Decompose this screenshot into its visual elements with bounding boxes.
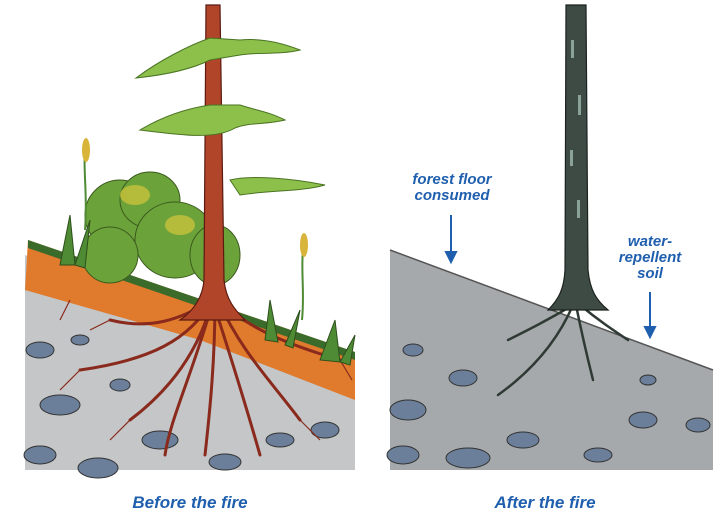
label-line: water- [600, 234, 700, 250]
burnt-tree-trunk [548, 5, 608, 310]
label-forest-floor-consumed: forest floor consumed [397, 172, 507, 204]
label-water-repellent-soil: water- repellent soil [600, 234, 700, 282]
label-line: forest floor [397, 172, 507, 188]
label-line: consumed [397, 188, 507, 204]
caption-before-fire: Before the fire [120, 493, 260, 513]
label-line: soil [600, 266, 700, 282]
tree-foliage [136, 38, 325, 195]
caption-after-fire: After the fire [480, 493, 610, 513]
burnt-soil [390, 250, 713, 470]
label-line: repellent [600, 250, 700, 266]
before-fire-illustration [0, 0, 358, 519]
